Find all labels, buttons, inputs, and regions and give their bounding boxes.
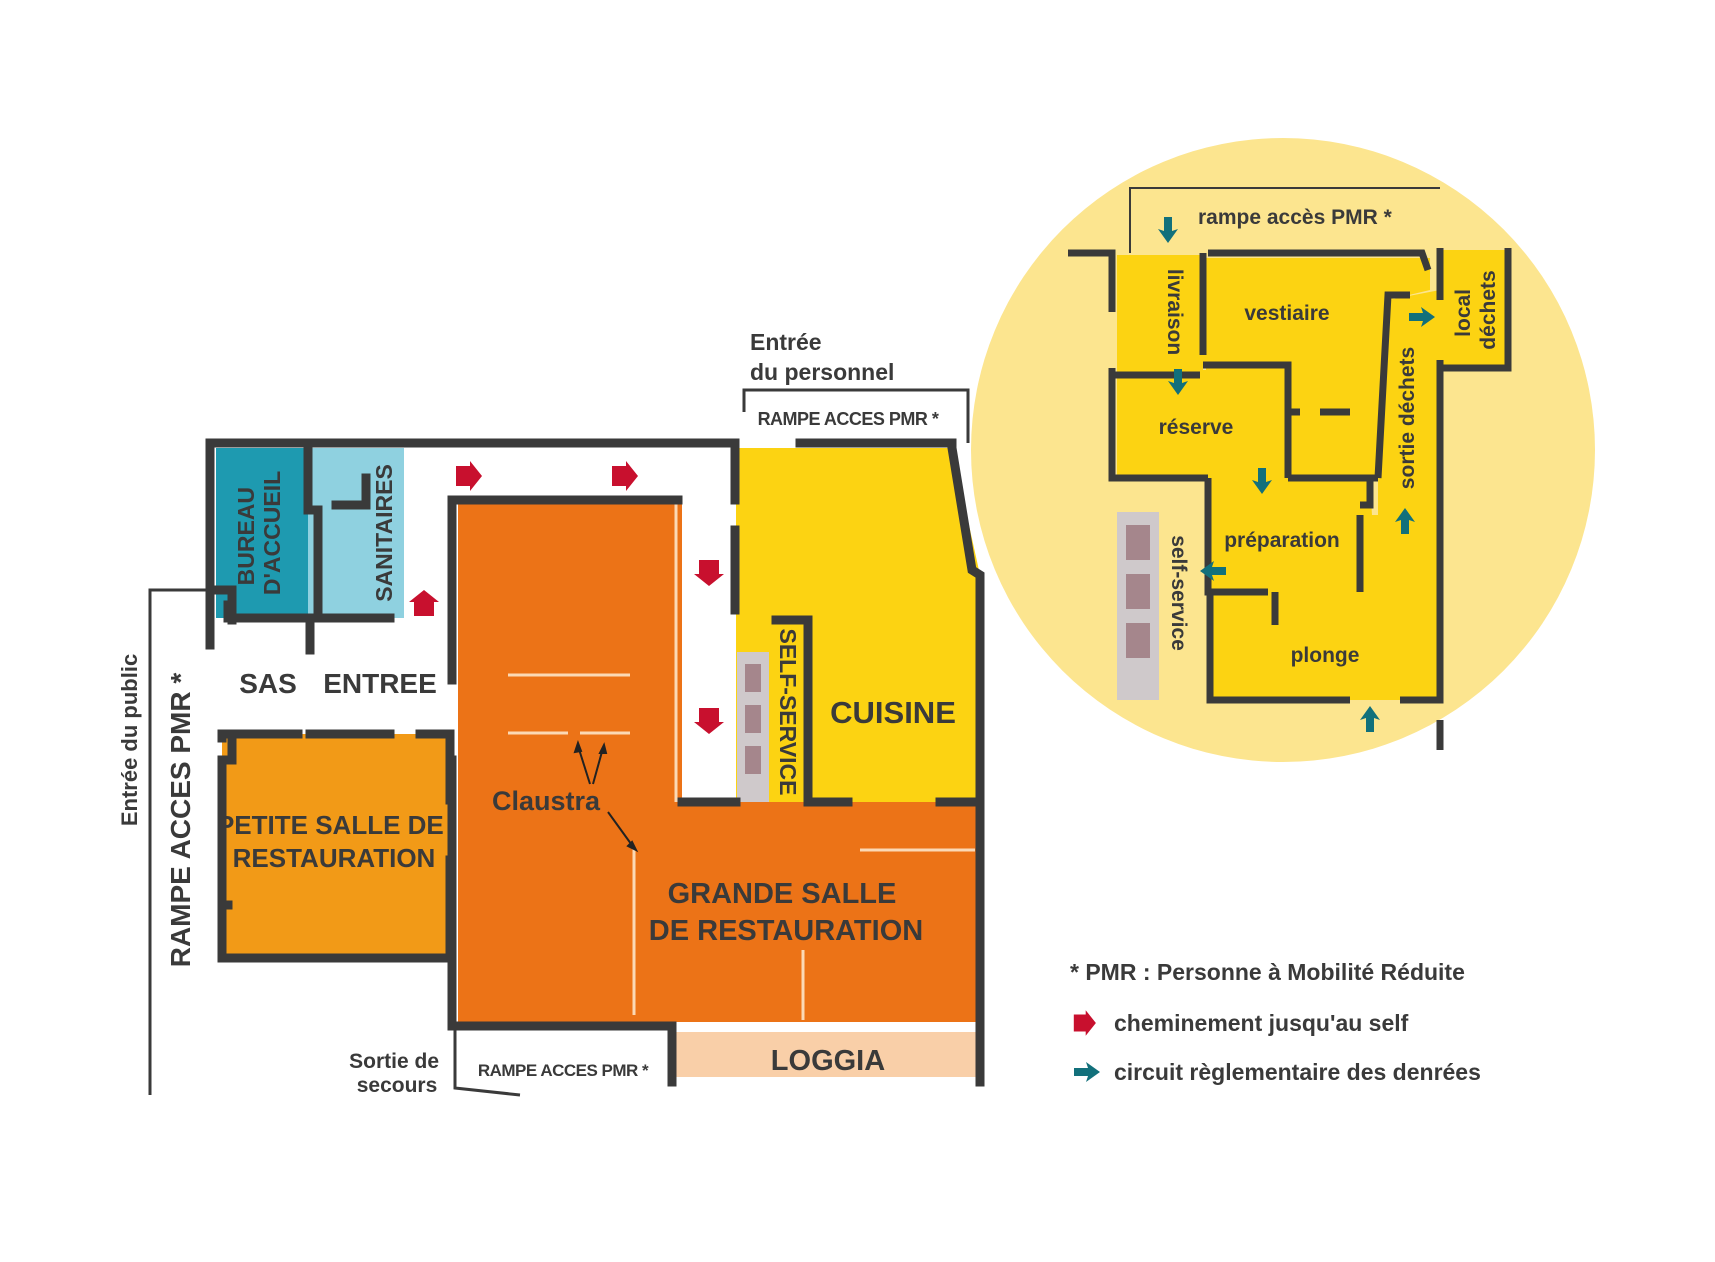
- detail-rampe-label: rampe accès PMR *: [1198, 206, 1393, 229]
- reserve-label: réserve: [1159, 416, 1234, 439]
- self-service-label: SELF-SERVICE: [775, 629, 801, 796]
- legend-red-arrow-label: cheminement jusqu'au self: [1114, 1010, 1409, 1036]
- thin-outlines: [148, 388, 970, 1097]
- preparation-label: préparation: [1224, 529, 1340, 552]
- walls: [205, 438, 985, 1087]
- claustra-label: Claustra: [492, 786, 601, 816]
- detail-rampe-line: [1129, 187, 1440, 253]
- arrow-down-icon: [694, 560, 724, 586]
- self-service-counter: [737, 652, 769, 802]
- room-loggia: [672, 1032, 982, 1077]
- cuisine-label: CUISINE: [830, 695, 956, 730]
- vestiaire-label: vestiaire: [1244, 302, 1329, 325]
- claustra-pointers: [573, 740, 639, 853]
- sanitaires-label: SANITAIRES: [371, 464, 397, 602]
- bureau-accueil-label: BUREAU D'ACCUEIL: [233, 471, 285, 595]
- sortie-dechets-label: sortie déchets: [1396, 347, 1419, 489]
- grande-salle-label: GRANDE SALLE DE RESTAURATION: [649, 878, 923, 947]
- rampe-bottom-label: RAMPE ACCES PMR *: [478, 1061, 649, 1080]
- arrow-right-icon: [456, 461, 482, 491]
- arrow-up-icon: [409, 590, 439, 616]
- plonge-label: plonge: [1291, 644, 1360, 667]
- legend-red-arrow-icon: [1073, 1010, 1096, 1036]
- detail-self-service-label: self-service: [1167, 535, 1190, 651]
- livraison-label: livraison: [1163, 269, 1186, 355]
- claustra-lines: [508, 500, 975, 1020]
- sortie-secours-label: Sortie de secours: [349, 1050, 445, 1097]
- rampe-top-label: RAMPE ACCES PMR *: [758, 409, 939, 429]
- kitchen-detail: rampe accès PMR * livraison vestiaire lo…: [971, 138, 1595, 762]
- local-dechets-label: local déchets: [1452, 270, 1500, 349]
- legend: * PMR : Personne à Mobilité Réduite chem…: [1070, 959, 1481, 1085]
- detail-walls: [1068, 248, 1512, 750]
- room-grande-salle: [458, 500, 980, 1022]
- petite-salle-label: PETITE SALLE DE RESTAURATION: [217, 810, 451, 873]
- legend-pmr-note: * PMR : Personne à Mobilité Réduite: [1070, 959, 1465, 985]
- detail-self-counter: [1117, 512, 1159, 700]
- arrow-right-icon: [612, 461, 638, 491]
- zone-local-dechets: [1440, 250, 1508, 370]
- legend-teal-arrow-label: circuit règlementaire des denrées: [1114, 1059, 1481, 1085]
- arrow-down-icon: [694, 708, 724, 734]
- room-cuisine: [736, 448, 980, 802]
- room-sanitaires: [308, 448, 404, 618]
- entree-label: ENTREE: [323, 668, 437, 699]
- room-petite-salle: [222, 734, 450, 958]
- entree-public-label: Entrée du public: [117, 654, 142, 826]
- legend-teal-arrow-icon: [1074, 1062, 1100, 1082]
- zone-reserve: [1117, 370, 1287, 480]
- rampe-left-label: RAMPE ACCES PMR *: [165, 673, 196, 968]
- loggia-label: LOGGIA: [771, 1045, 885, 1077]
- entree-personnel-label: Entrée du personnel: [750, 329, 894, 385]
- main-plan: BUREAU D'ACCUEIL SANITAIRES SAS ENTREE P…: [117, 329, 985, 1097]
- zone-livraison: [1117, 255, 1203, 370]
- zone-preparation: [1210, 480, 1372, 592]
- zone-sortie-dechets: [1378, 290, 1440, 700]
- sas-label: SAS: [239, 668, 297, 699]
